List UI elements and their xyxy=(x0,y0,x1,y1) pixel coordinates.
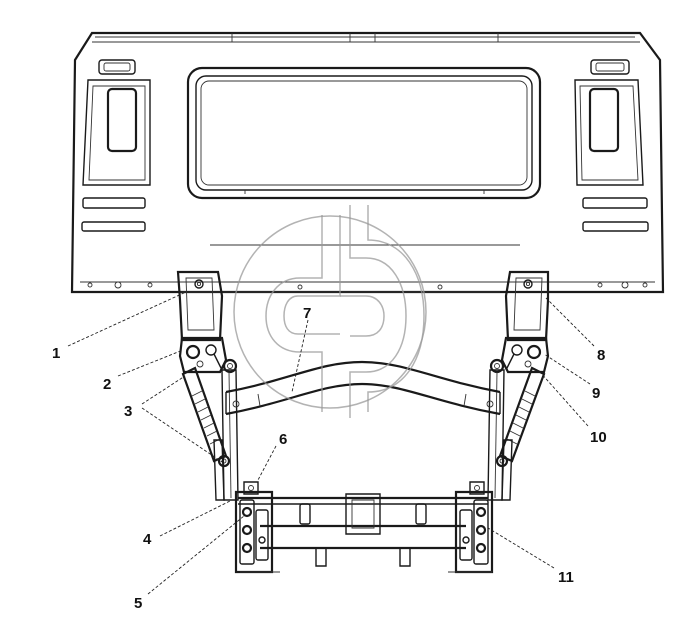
left-frame-mount xyxy=(234,481,280,574)
callout-labels: 1 2 3 4 5 6 7 8 9 10 11 xyxy=(52,305,607,612)
leader-4 xyxy=(159,499,233,537)
leader-10 xyxy=(539,371,589,427)
callout-7: 7 xyxy=(303,305,311,322)
callout-6: 6 xyxy=(279,431,287,448)
callout-11: 11 xyxy=(558,569,574,586)
callout-4: 4 xyxy=(143,531,152,548)
callout-2: 2 xyxy=(103,376,111,393)
right-lock-mechanism xyxy=(489,336,550,374)
right-rear-lamp xyxy=(574,59,649,232)
left-lock-mechanism xyxy=(178,336,238,374)
leader-11 xyxy=(487,527,555,569)
leader-1 xyxy=(67,291,187,347)
leader-7 xyxy=(291,319,309,393)
cab-rear-panel xyxy=(70,31,665,294)
callout-8: 8 xyxy=(597,347,605,364)
callout-3: 3 xyxy=(124,403,132,420)
leader-9 xyxy=(543,353,591,385)
callout-1: 1 xyxy=(52,345,60,362)
callout-10: 10 xyxy=(590,429,607,446)
left-vertical-support xyxy=(213,369,239,501)
callout-5: 5 xyxy=(134,595,142,612)
lower-crossmember xyxy=(238,493,488,567)
leader-5 xyxy=(147,515,245,595)
leader-3b xyxy=(141,407,223,463)
rear-window xyxy=(186,66,542,200)
leader-6 xyxy=(257,445,277,481)
watermark-logo xyxy=(233,205,427,418)
callout-9: 9 xyxy=(592,385,600,402)
right-frame-mount xyxy=(448,481,494,574)
leader-8 xyxy=(545,297,595,347)
leader-2 xyxy=(117,349,184,377)
cross-beam xyxy=(225,360,501,416)
left-hinge-bracket xyxy=(176,270,224,342)
leader-lines xyxy=(67,291,595,595)
leader-3a xyxy=(141,375,186,405)
left-rear-lamp xyxy=(81,59,151,232)
right-vertical-support xyxy=(487,369,513,501)
